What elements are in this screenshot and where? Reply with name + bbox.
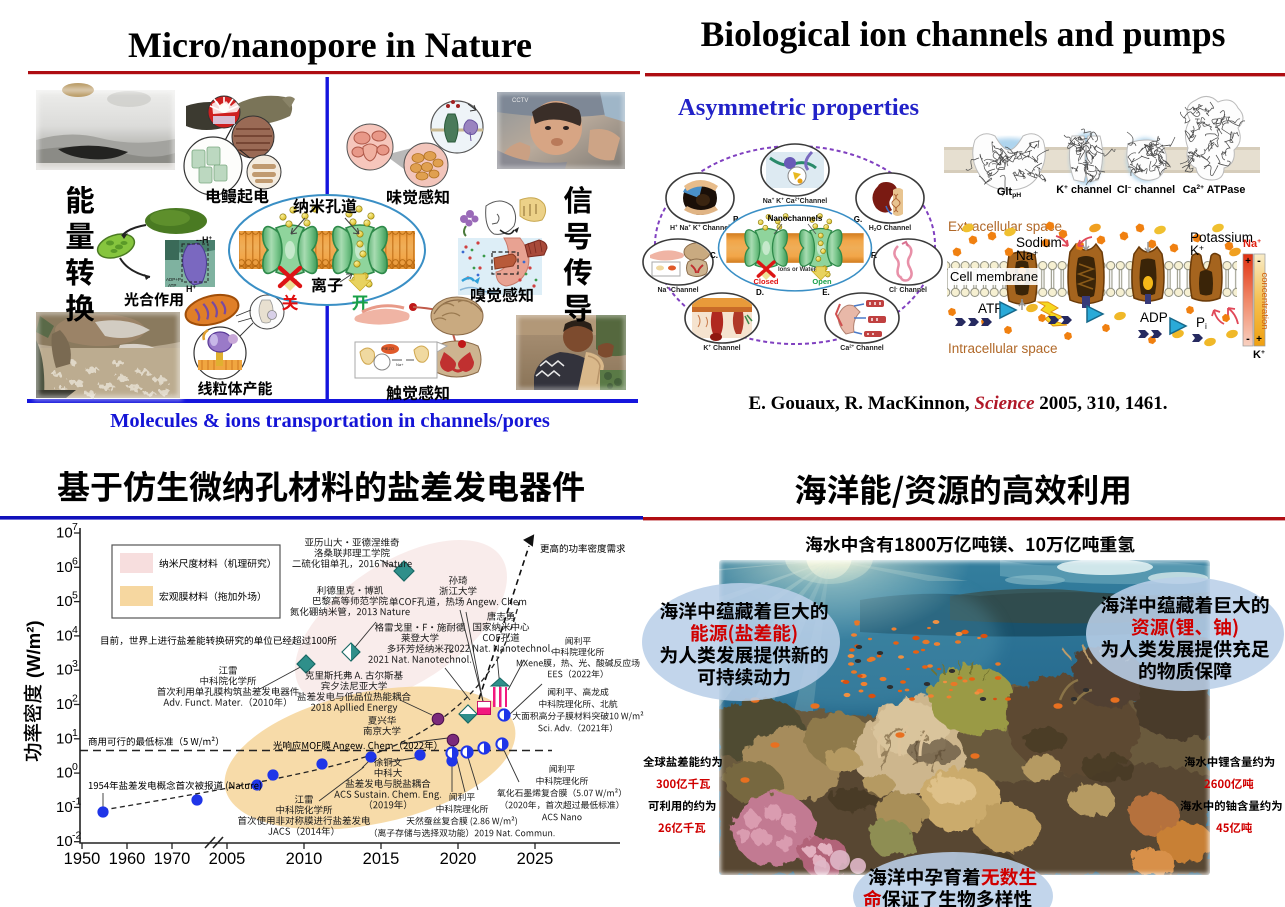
svg-text:4: 4 (72, 624, 78, 636)
svg-text:Pi: Pi (1196, 315, 1207, 331)
svg-text:3: 3 (72, 658, 78, 670)
svg-text:Closed: Closed (753, 277, 778, 286)
svg-text:D.: D. (756, 288, 764, 297)
svg-text:10: 10 (56, 799, 73, 816)
svg-text:--H+: --H+ (196, 235, 213, 245)
svg-text:Ca2+ ATPase: Ca2+ ATPase (1183, 184, 1246, 196)
svg-text:G.: G. (854, 215, 862, 224)
svg-text:10: 10 (56, 593, 73, 610)
svg-text:GltpH: GltpH (997, 186, 1021, 199)
svg-text:Na+ Channel: Na+ Channel (657, 286, 698, 294)
svg-text:6: 6 (72, 555, 78, 567)
svg-text:ATP: ATP (978, 301, 1003, 316)
svg-text:-1: -1 (72, 795, 81, 807)
svg-text:10: 10 (56, 627, 73, 644)
svg-text:ATP: ATP (168, 283, 176, 288)
svg-text:Biological ion channels and pu: Biological ion channels and pumps (701, 14, 1226, 54)
svg-text:E.: E. (822, 288, 830, 297)
svg-text:Na+: Na+ (396, 362, 404, 367)
svg-text:(W/m²): (W/m²) (23, 620, 44, 678)
svg-text:Na+ K+ Ca2+Channel: Na+ K+ Ca2+Channel (763, 197, 828, 205)
svg-text:+: + (1245, 256, 1251, 267)
svg-text:2: 2 (72, 693, 78, 705)
svg-text:Open: Open (812, 277, 832, 286)
svg-text:10: 10 (56, 765, 73, 782)
svg-text:-: - (1257, 255, 1261, 267)
svg-text:E. Gouaux, R. MacKinnon, Scien: E. Gouaux, R. MacKinnon, Science 2005, 3… (748, 393, 1167, 414)
svg-text:Micro/nanopore in Nature: Micro/nanopore in Nature (128, 25, 532, 65)
svg-text:10: 10 (56, 559, 73, 576)
svg-text:10: 10 (56, 662, 73, 679)
svg-text:K+: K+ (1253, 349, 1265, 361)
svg-text:ADP+P: ADP+P (166, 277, 181, 282)
svg-text:K+ channel: K+ channel (1056, 184, 1112, 196)
svg-text:Ca2+ Channel: Ca2+ Channel (840, 344, 884, 352)
svg-text:concentration: concentration (1259, 272, 1270, 329)
svg-text:2015: 2015 (363, 850, 400, 868)
svg-text:2005: 2005 (209, 850, 246, 868)
svg-text:ADP: ADP (1140, 310, 1168, 325)
svg-text:Na+: Na+ (1016, 247, 1038, 263)
svg-text:F.: F. (871, 251, 877, 260)
svg-text:10: 10 (56, 730, 73, 747)
svg-text:K+: K+ (1190, 242, 1204, 258)
svg-text:Cl- Channel: Cl- Channel (889, 286, 927, 294)
svg-text:Nanochannels: Nanochannels (768, 214, 823, 223)
svg-text:PIEZO: PIEZO (382, 346, 394, 351)
svg-text:Na+: Na+ (1243, 238, 1261, 250)
svg-text:2025: 2025 (517, 850, 554, 868)
svg-text:Sodium: Sodium (1016, 235, 1062, 250)
svg-text:Potassium: Potassium (1190, 230, 1253, 245)
svg-text:Intracellular space: Intracellular space (948, 341, 1058, 356)
svg-text:1970: 1970 (154, 850, 191, 868)
svg-text:H2O Channel: H2O Channel (869, 225, 912, 232)
svg-text:Asymmetric properties: Asymmetric properties (678, 94, 919, 121)
svg-text:Ions or Water: Ions or Water (778, 267, 817, 273)
svg-text:10: 10 (56, 525, 73, 542)
svg-text:-2: -2 (72, 830, 81, 842)
svg-text:Cl– channel: Cl– channel (1117, 184, 1175, 196)
svg-text:K+ Channel: K+ Channel (703, 344, 740, 352)
svg-text:7: 7 (72, 521, 78, 533)
svg-text:+: + (1256, 334, 1262, 345)
svg-text:2020: 2020 (440, 850, 477, 868)
svg-text:-: - (1246, 333, 1250, 345)
svg-text:0: 0 (72, 761, 78, 773)
svg-text:10: 10 (56, 696, 73, 713)
svg-text:1950: 1950 (64, 850, 101, 868)
svg-text:1960: 1960 (109, 850, 146, 868)
svg-text:H+ Na+ K+ Channel: H+ Na+ K+ Channel (670, 224, 730, 232)
svg-text:Molecules & ions transportatio: Molecules & ions transportation in chann… (110, 410, 550, 432)
svg-text:Cell membrane: Cell membrane (950, 269, 1038, 284)
svg-text:Extracellular space: Extracellular space (948, 219, 1062, 234)
svg-text:C.: C. (710, 251, 718, 260)
svg-text:5: 5 (72, 590, 78, 602)
svg-text:1: 1 (72, 727, 78, 739)
svg-text:CCTV: CCTV (512, 98, 528, 104)
svg-text:H+: H+ (186, 284, 197, 294)
svg-text:10: 10 (56, 833, 73, 850)
svg-text:2010: 2010 (286, 850, 323, 868)
